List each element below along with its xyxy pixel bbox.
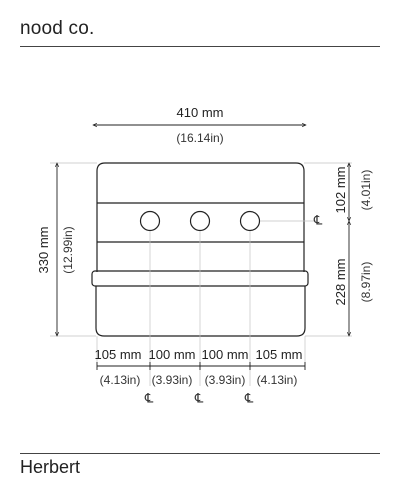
- spacing-3-in: (3.93in): [205, 373, 246, 387]
- overall-height-in: (12.99in): [61, 226, 75, 273]
- upper-height-in: (4.01in): [359, 170, 373, 211]
- lower-height-in: (8.97in): [359, 262, 373, 303]
- overall-height-mm: 330 mm: [36, 227, 51, 274]
- peg-hole-right: [239, 210, 261, 232]
- spacing-ticks: [96, 362, 306, 370]
- spacing-3-mm: 100 mm: [202, 347, 249, 362]
- spacing-4-in: (4.13in): [257, 373, 298, 387]
- spacing-1-in: (4.13in): [100, 373, 141, 387]
- centerline-icon: ℄: [244, 392, 254, 407]
- shelf-body: [95, 286, 306, 337]
- brand-logo: nood co.: [20, 18, 95, 39]
- header-divider: [20, 46, 380, 47]
- overall-width-mm: 410 mm: [177, 105, 224, 120]
- spacing-2-mm: 100 mm: [149, 347, 196, 362]
- upper-height-mm: 102 mm: [333, 167, 348, 214]
- extension-lines: [50, 162, 352, 386]
- lower-height-mm: 228 mm: [333, 259, 348, 306]
- centerline-icon: ℄: [194, 392, 204, 407]
- peg-hole-left: [139, 210, 161, 232]
- centerline-icon: ℄: [313, 214, 323, 229]
- spacing-2-in: (3.93in): [152, 373, 193, 387]
- peg-hole-center: [189, 210, 211, 232]
- footer-divider: [20, 453, 380, 454]
- spacing-4-mm: 105 mm: [256, 347, 303, 362]
- centerline-icon: ℄: [144, 392, 154, 407]
- backplate-outline: [96, 162, 305, 272]
- product-name: Herbert: [20, 457, 81, 477]
- spacing-1-mm: 105 mm: [95, 347, 142, 362]
- overall-width-in: (16.14in): [176, 131, 223, 145]
